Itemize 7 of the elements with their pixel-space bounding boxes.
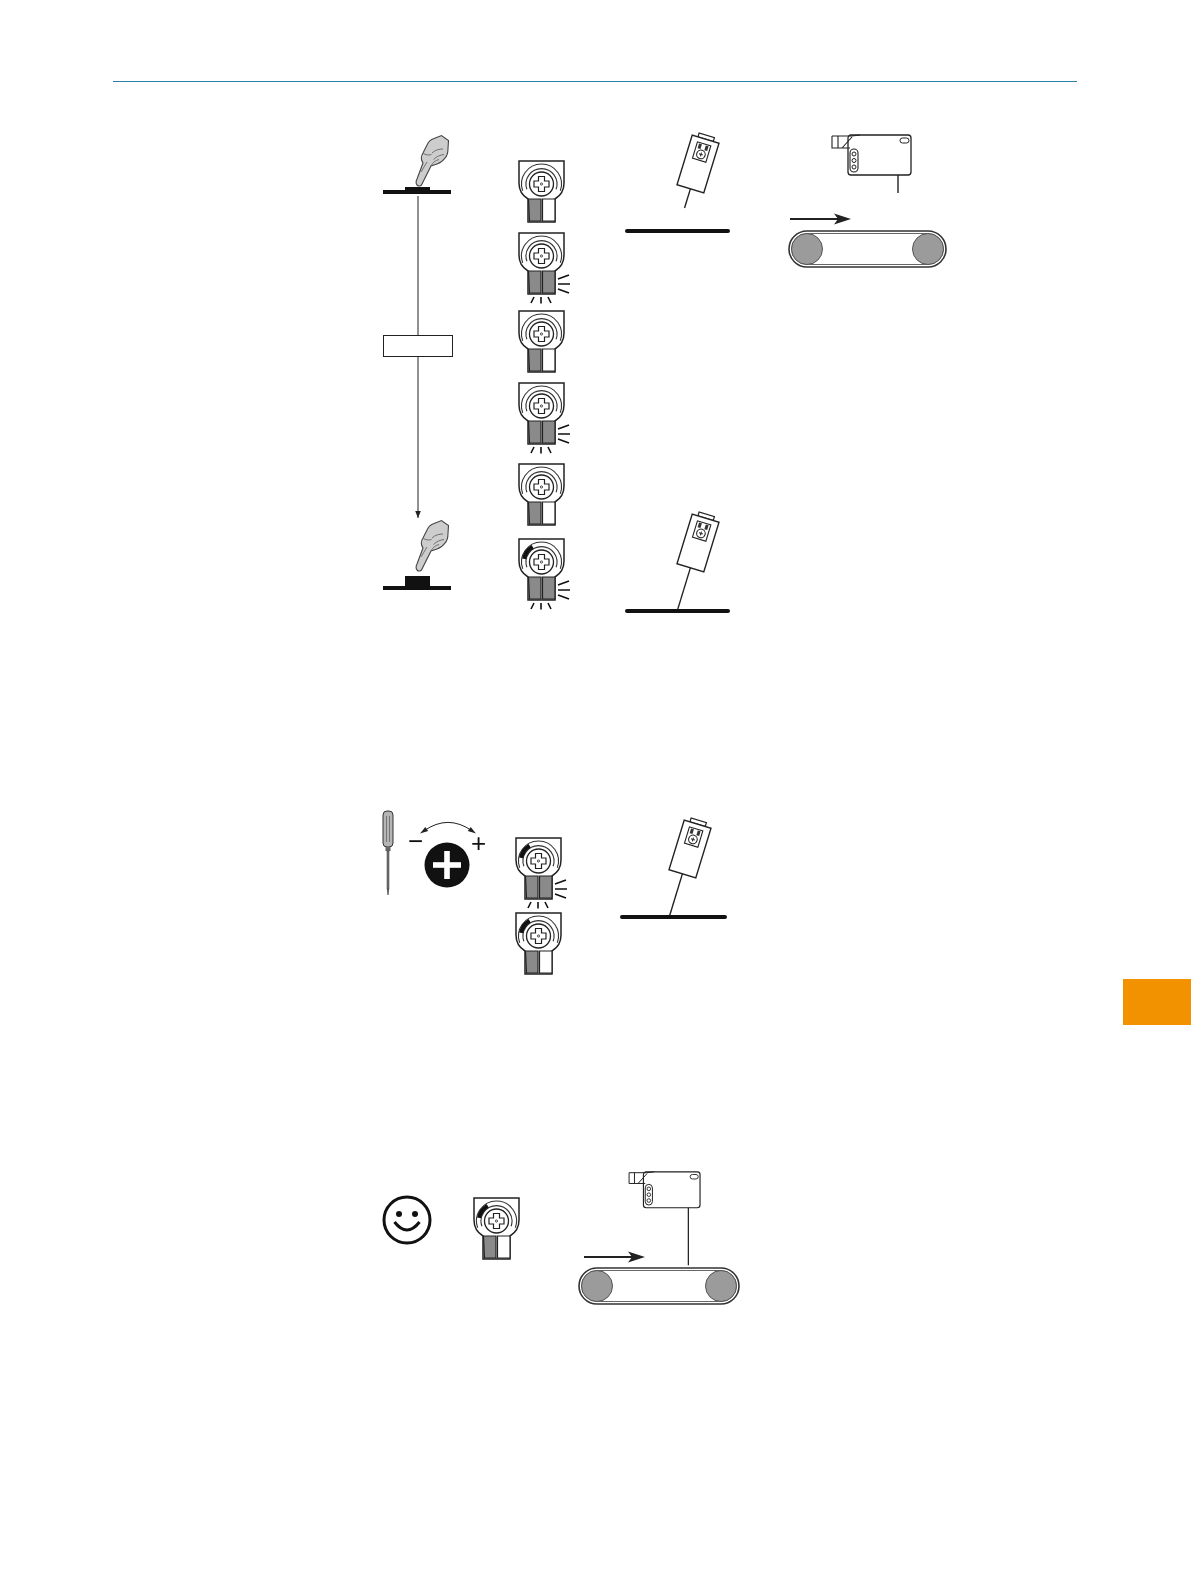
arrow <box>415 356 421 519</box>
connector-line <box>417 195 419 336</box>
empty-step-box <box>383 335 453 357</box>
finger-on-button-icon <box>380 518 454 590</box>
finger-on-button-icon <box>380 133 454 196</box>
plus-sign: + <box>471 830 487 856</box>
minus-sign: − <box>408 828 424 854</box>
